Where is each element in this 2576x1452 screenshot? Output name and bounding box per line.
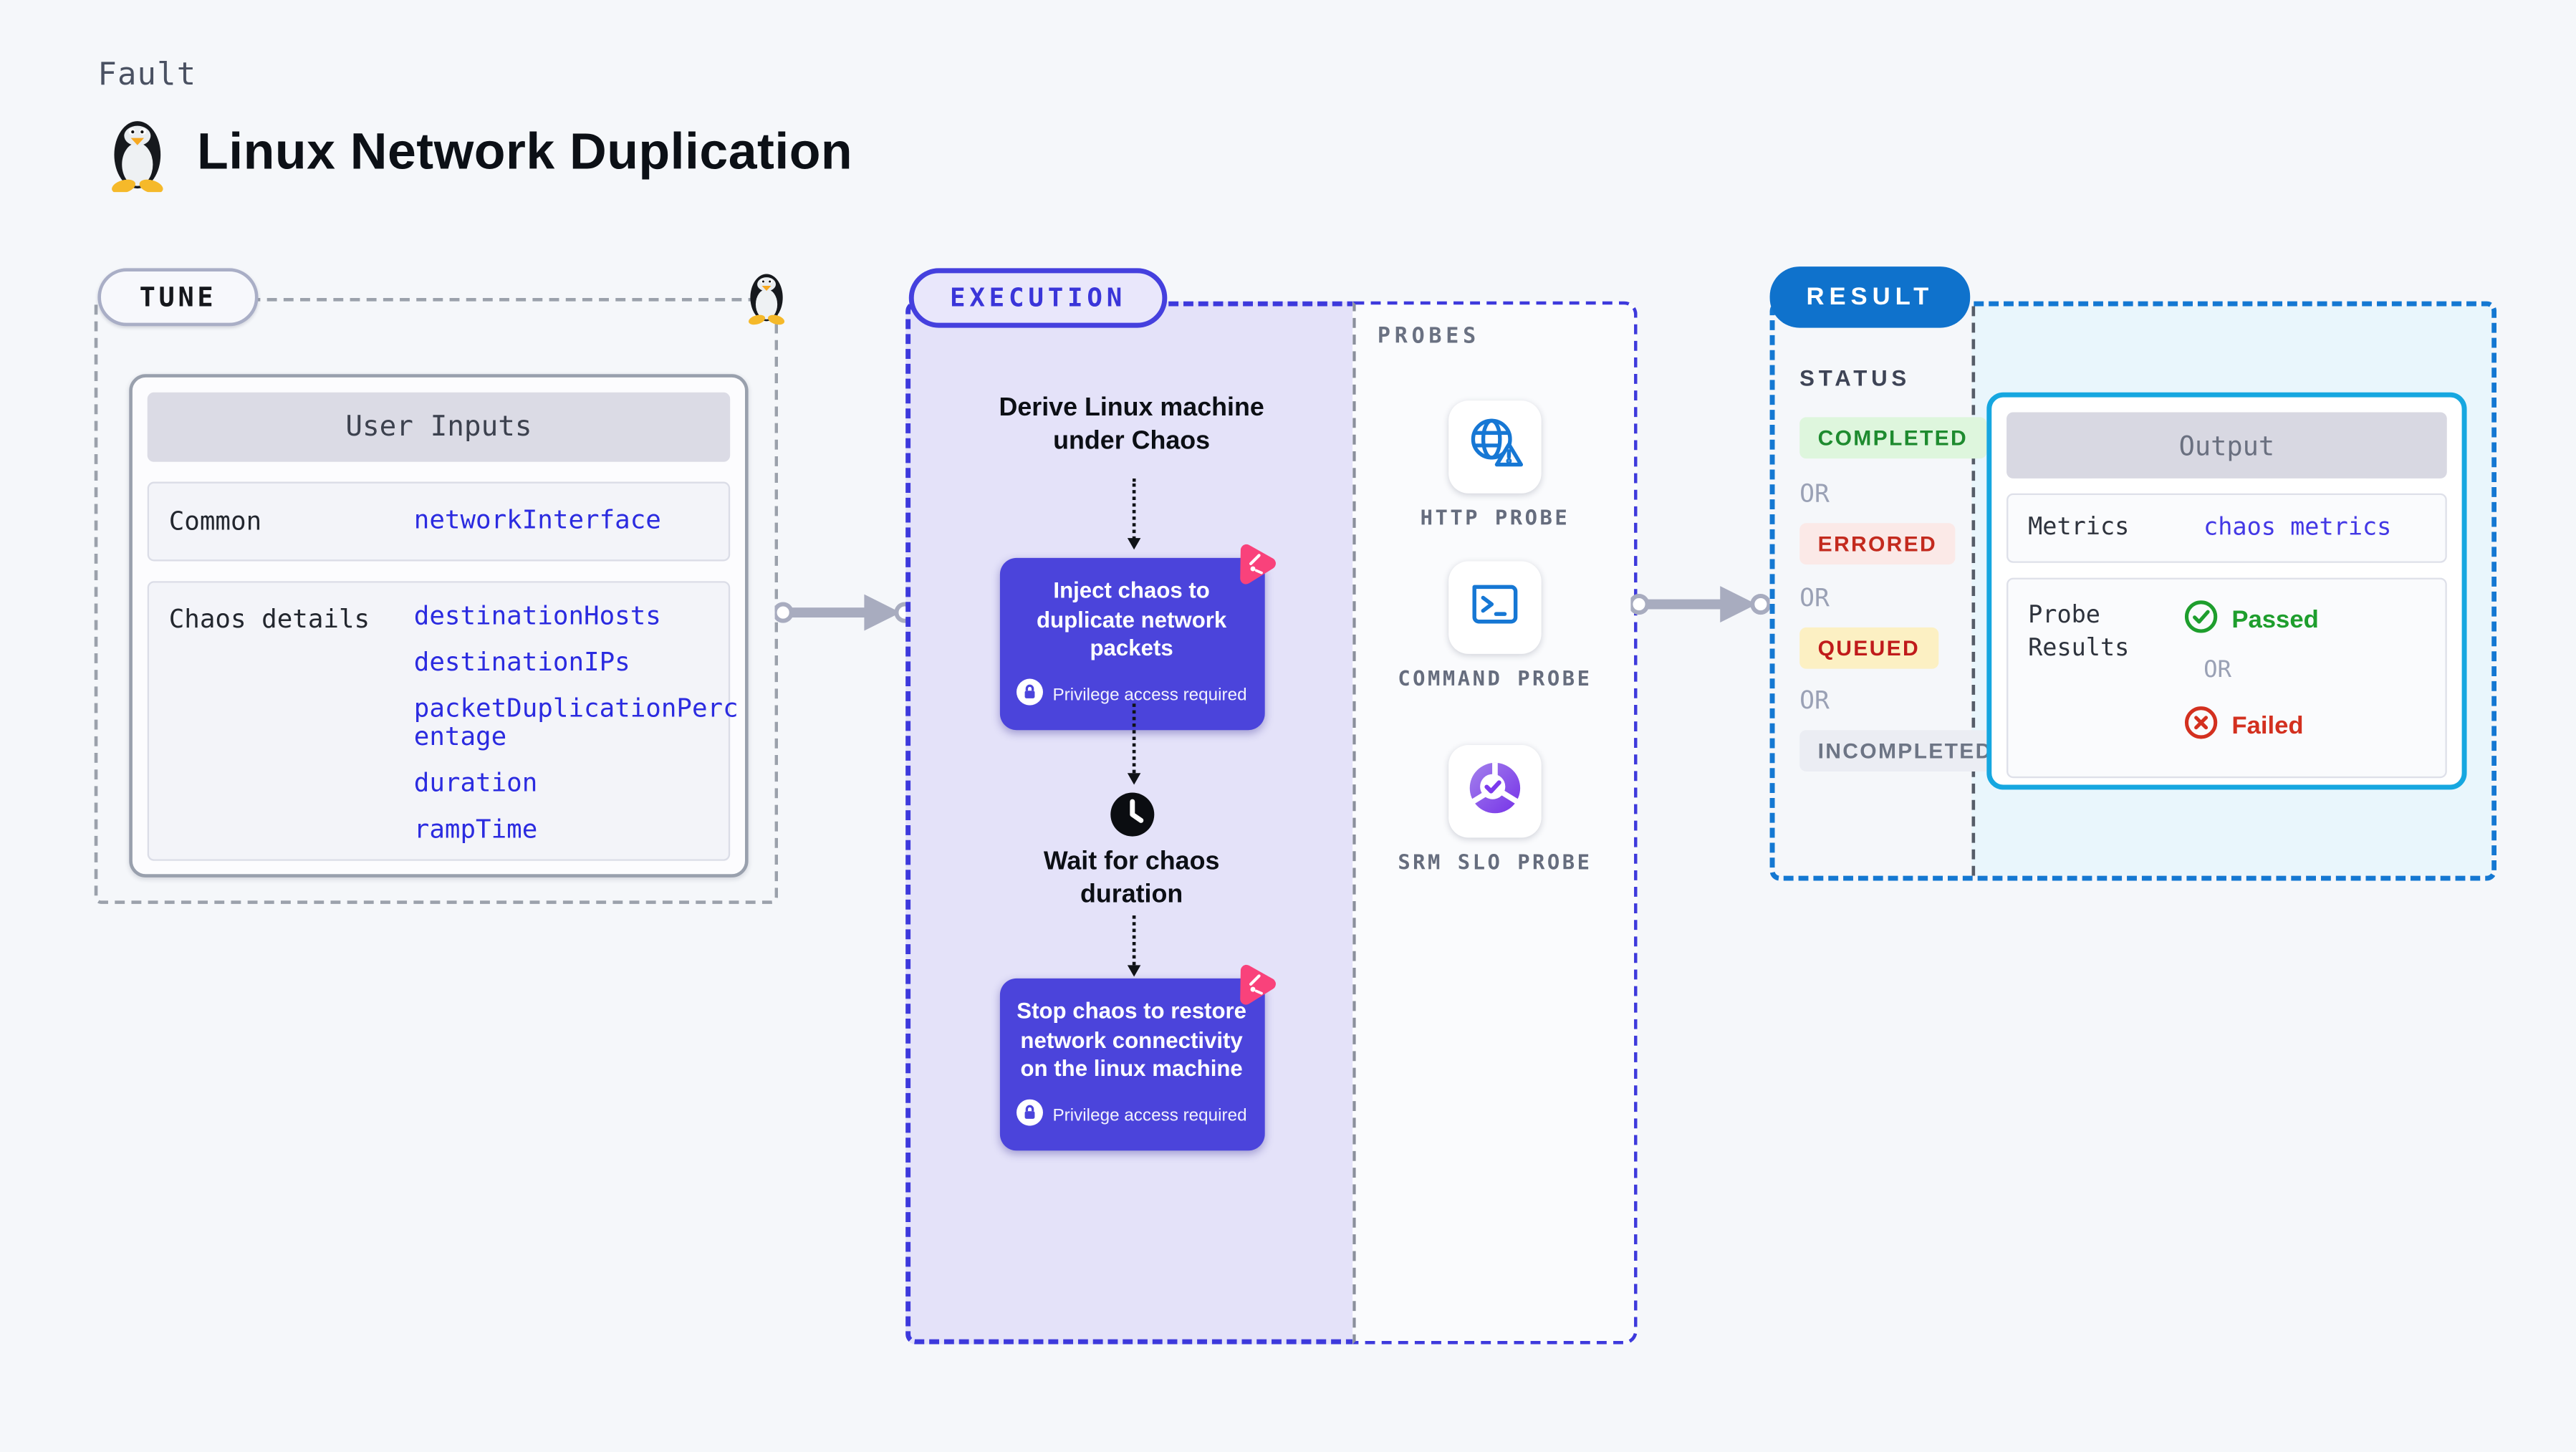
flow-connector bbox=[1126, 703, 1140, 785]
status-chip-errored: ERRORED bbox=[1799, 523, 1956, 565]
inject-chaos-node: Inject chaos to duplicate network packet… bbox=[999, 557, 1264, 730]
output-title: Output bbox=[2007, 412, 2447, 479]
status-chip-queued: QUEUED bbox=[1799, 627, 1938, 669]
status-title: STATUS bbox=[1799, 365, 1911, 391]
terminal-icon bbox=[1467, 579, 1524, 637]
failed-label: Failed bbox=[2231, 711, 2304, 741]
or-label: OR bbox=[2203, 657, 2232, 684]
tune-section-box bbox=[94, 297, 779, 904]
result-badge: RESULT bbox=[1769, 266, 1971, 328]
or-label: OR bbox=[1799, 478, 1830, 509]
execution-to-result-arrow bbox=[1628, 581, 1772, 635]
inject-chaos-text: Inject chaos to duplicate network packet… bbox=[1037, 577, 1227, 661]
fault-eyebrow: Fault bbox=[97, 56, 197, 93]
srm-slo-probe-card bbox=[1448, 744, 1542, 838]
flow-connector bbox=[1126, 478, 1140, 550]
input-row-label: Chaos details bbox=[168, 604, 370, 635]
privilege-note: Privilege access required bbox=[1052, 686, 1247, 706]
metrics-value: chaos metrics bbox=[2203, 514, 2392, 542]
flow-connector bbox=[1126, 915, 1140, 977]
status-chip-completed: COMPLETED bbox=[1799, 417, 1986, 459]
user-inputs-card: User Inputs Common networkInterface Chao… bbox=[129, 374, 749, 878]
tux-penguin-icon bbox=[744, 263, 790, 334]
or-label: OR bbox=[1799, 685, 1830, 716]
page-title: Linux Network Duplication bbox=[197, 122, 853, 181]
output-card: Output Metrics chaos metrics Probe Resul… bbox=[1986, 392, 2467, 790]
globe-alert-icon bbox=[1465, 415, 1524, 479]
status-chip-incompleted: INCOMPLETED bbox=[1799, 730, 2012, 771]
input-row-label: Common bbox=[168, 506, 262, 537]
failed-verdict: Failed bbox=[2183, 706, 2304, 747]
clock-icon bbox=[1107, 789, 1156, 847]
chaos-fault-icon bbox=[1231, 960, 1280, 1009]
privilege-note: Privilege access required bbox=[1052, 1106, 1247, 1126]
stop-chaos-node: Stop chaos to restore network connectivi… bbox=[999, 978, 1264, 1150]
derive-step-text: Derive Linux machine under Chaos bbox=[999, 394, 1264, 456]
http-probe-card bbox=[1448, 400, 1542, 494]
input-param: destinationHosts bbox=[413, 600, 661, 631]
slo-pie-check-icon bbox=[1465, 757, 1524, 825]
input-param: networkInterface bbox=[413, 505, 661, 535]
lock-icon bbox=[1016, 678, 1043, 713]
command-probe-card bbox=[1448, 561, 1542, 654]
or-label: OR bbox=[1799, 582, 1830, 613]
input-param: duration bbox=[413, 768, 538, 799]
probes-title: PROBES bbox=[1377, 324, 1481, 350]
tune-badge: TUNE bbox=[97, 268, 259, 327]
stop-chaos-text: Stop chaos to restore network connectivi… bbox=[1017, 998, 1247, 1082]
output-probe-results-row: Probe Results Passed OR F bbox=[2007, 577, 2447, 779]
wait-step-text: Wait for chaos duration bbox=[1043, 847, 1220, 909]
input-row-common: Common networkInterface bbox=[147, 481, 731, 562]
user-inputs-title: User Inputs bbox=[147, 392, 731, 462]
http-probe-label: HTTP PROBE bbox=[1420, 504, 1570, 530]
input-row-chaos-details: Chaos details destinationHosts destinati… bbox=[147, 581, 739, 861]
metrics-label: Metrics bbox=[2028, 514, 2130, 542]
input-param: destinationIPs bbox=[413, 647, 630, 677]
command-probe-label: COMMAND PROBE bbox=[1398, 665, 1592, 691]
tune-to-execution-arrow bbox=[772, 590, 915, 644]
execution-badge: EXECUTION bbox=[908, 268, 1168, 328]
srm-slo-probe-label: SRM SLO PROBE bbox=[1398, 849, 1592, 875]
lock-icon bbox=[1016, 1098, 1043, 1134]
check-circle-icon bbox=[2183, 600, 2219, 641]
tux-penguin-icon bbox=[102, 110, 172, 201]
chaos-fault-icon bbox=[1231, 539, 1280, 589]
probes-section-box: PROBES HTTP PROBE bbox=[1352, 301, 1638, 1345]
execution-section-box: Derive Linux machine under Chaos Inject … bbox=[905, 301, 1353, 1345]
output-metrics-row: Metrics chaos metrics bbox=[2007, 493, 2447, 563]
passed-label: Passed bbox=[2231, 605, 2319, 635]
passed-verdict: Passed bbox=[2183, 600, 2319, 641]
x-circle-icon bbox=[2183, 706, 2219, 747]
probe-results-label: Probe Results bbox=[2028, 602, 2130, 663]
input-param: packetDuplicationPercentage bbox=[413, 693, 739, 753]
input-param: rampTime bbox=[413, 814, 538, 845]
